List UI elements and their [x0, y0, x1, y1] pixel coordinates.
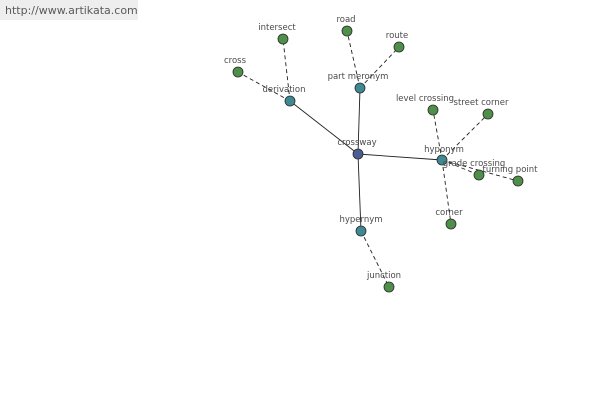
term-node-street-corner[interactable] [482, 108, 494, 120]
edge-hyponym-to-corner [441, 159, 452, 225]
term-label-level-crossing[interactable]: level crossing [396, 94, 454, 104]
relation-node-part-meronym[interactable] [354, 82, 366, 94]
edge-hypernym-to-junction [360, 230, 390, 288]
relation-label-hyponym[interactable]: hyponym [424, 145, 464, 155]
root-label[interactable]: crossway [337, 138, 376, 148]
graph-edges [237, 30, 519, 288]
edge-root-to-hyponym [357, 153, 443, 161]
term-node-grade-crossing[interactable] [473, 169, 485, 181]
relation-node-derivation[interactable] [284, 95, 296, 107]
relation-node-hyponym[interactable] [436, 154, 448, 166]
edge-part-meronym-to-route [359, 46, 400, 89]
source-url-text[interactable]: http://www.artikata.com [5, 4, 138, 17]
term-label-road[interactable]: road [336, 15, 355, 25]
term-node-junction[interactable] [383, 281, 395, 293]
relation-label-hypernym[interactable]: hypernym [339, 215, 382, 225]
term-node-turning-point[interactable] [512, 175, 524, 187]
term-label-street-corner[interactable]: street corner [454, 98, 509, 108]
term-node-level-crossing[interactable] [427, 104, 439, 116]
term-label-corner[interactable]: corner [435, 208, 463, 218]
term-node-corner[interactable] [445, 218, 457, 230]
relation-node-hypernym[interactable] [355, 225, 367, 237]
edge-root-to-derivation [289, 100, 359, 155]
relation-label-derivation[interactable]: derivation [262, 85, 305, 95]
edge-root-to-part-meronym [357, 87, 361, 155]
term-node-intersect[interactable] [277, 33, 289, 45]
edge-derivation-to-intersect [282, 38, 291, 102]
graph-labels: crossway part meronym road route derivation i… [224, 15, 538, 281]
term-label-junction[interactable]: junction [366, 271, 401, 281]
term-node-road[interactable] [341, 25, 353, 37]
edge-hyponym-to-street-corner [441, 113, 489, 161]
edge-hyponym-to-turning-point [441, 159, 519, 182]
edge-root-to-hypernym [357, 153, 362, 232]
source-url-banner[interactable]: http://www.artikata.com [0, 0, 138, 20]
term-node-cross[interactable] [232, 66, 244, 78]
edge-part-meronym-to-road [346, 30, 361, 89]
root-node-crossway[interactable] [352, 148, 364, 160]
edge-derivation-to-cross [237, 71, 291, 102]
term-label-cross[interactable]: cross [224, 56, 247, 66]
term-label-grade-crossing[interactable]: grade crossing [443, 159, 506, 169]
term-label-turning-point[interactable]: turning point [483, 165, 539, 175]
term-label-route[interactable]: route [386, 31, 408, 41]
relation-label-part-meronym[interactable]: part meronym [328, 72, 389, 82]
edge-hyponym-to-level-crossing [432, 109, 443, 161]
term-label-intersect[interactable]: intersect [258, 23, 296, 33]
term-node-route[interactable] [393, 41, 405, 53]
graph-nodes [232, 25, 524, 293]
